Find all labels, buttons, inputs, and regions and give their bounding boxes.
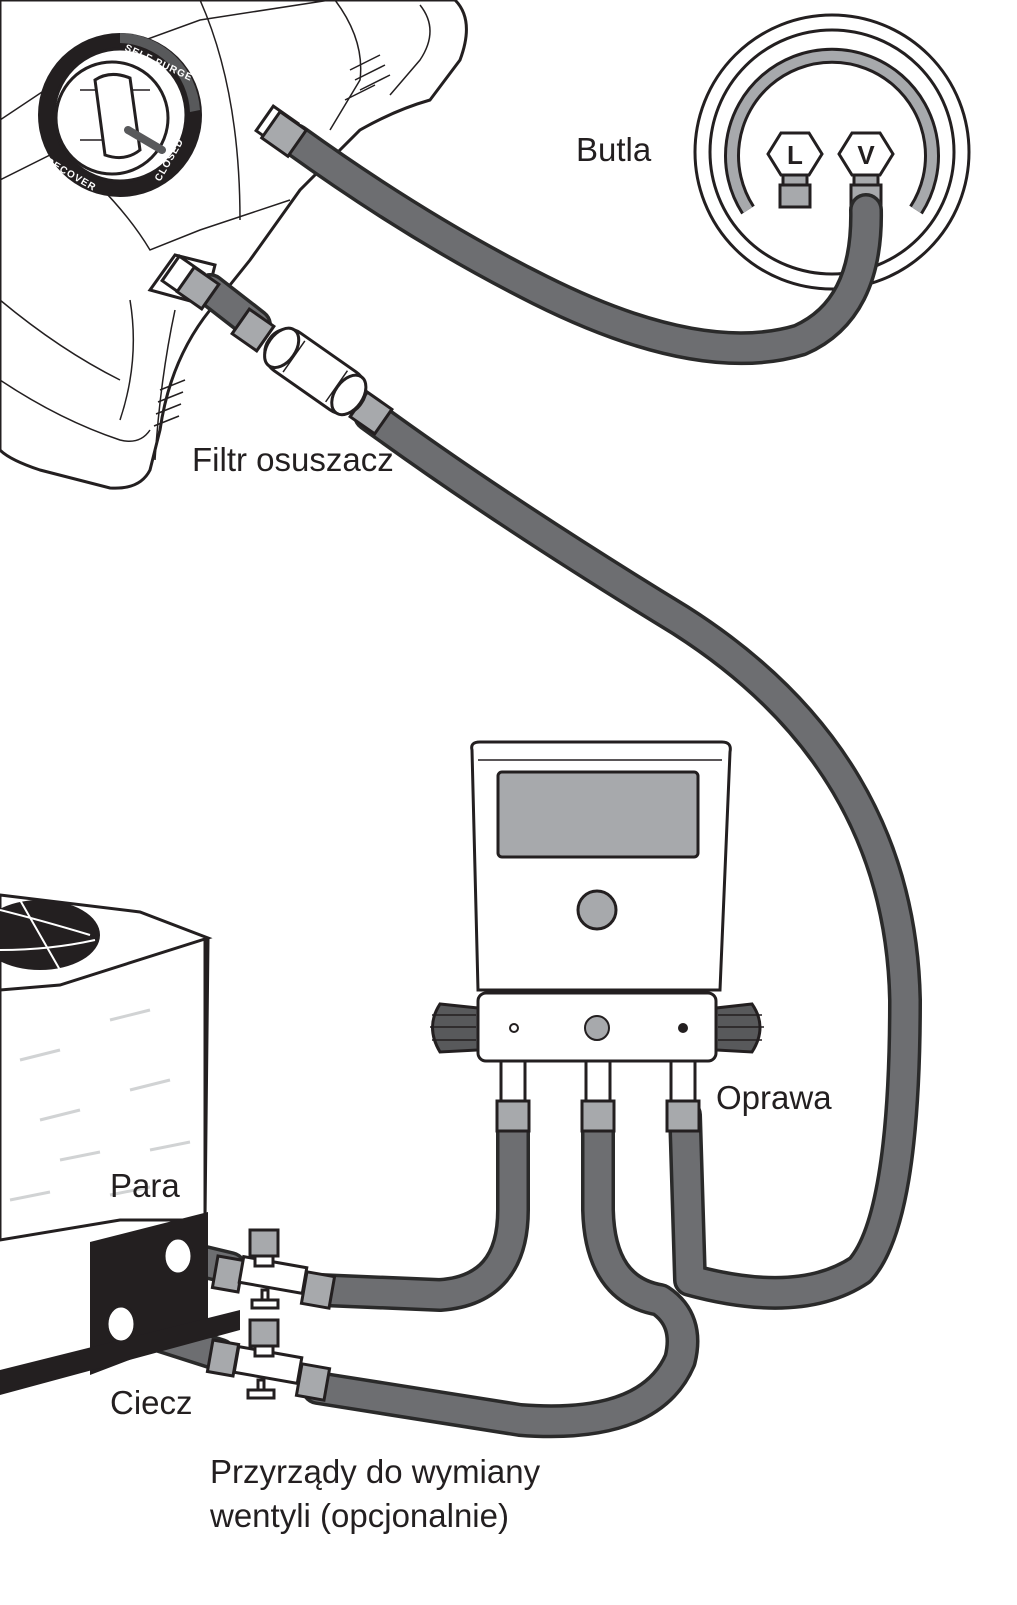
mode-dial[interactable]: SELF PURGE CLOSED RECOVER bbox=[38, 33, 202, 197]
digital-manifold bbox=[430, 740, 764, 1133]
right-knob[interactable] bbox=[714, 1002, 764, 1054]
manifold-display bbox=[496, 770, 700, 859]
liquid-label: Ciecz bbox=[110, 1384, 193, 1421]
manifold-center-port bbox=[584, 1015, 610, 1041]
condensing-unit bbox=[0, 893, 240, 1395]
valve-tools-label-line1: Przyrządy do wymiany bbox=[210, 1453, 541, 1490]
recovery-unit: SELF PURGE CLOSED RECOVER bbox=[0, 0, 468, 490]
filter-drier bbox=[263, 326, 368, 417]
liquid-valve[interactable]: L bbox=[766, 131, 824, 209]
vapor-valve-core-tool bbox=[210, 1228, 337, 1310]
manifold-label: Oprawa bbox=[716, 1079, 832, 1116]
filter-drier-label: Filtr osuszacz bbox=[192, 441, 394, 478]
left-knob[interactable] bbox=[430, 1002, 480, 1054]
vapor-valve-letter: V bbox=[857, 140, 875, 170]
liquid-valve-letter: L bbox=[787, 140, 803, 170]
refrigerant-cylinder: L V bbox=[693, 13, 971, 291]
liquid-valve-core-tool bbox=[205, 1318, 332, 1402]
valve-tools-label-line2: wentyli (opcjonalnie) bbox=[210, 1497, 509, 1534]
manifold-button[interactable] bbox=[576, 889, 618, 931]
cylinder-label: Butla bbox=[576, 131, 652, 168]
vapor-label: Para bbox=[110, 1167, 180, 1204]
